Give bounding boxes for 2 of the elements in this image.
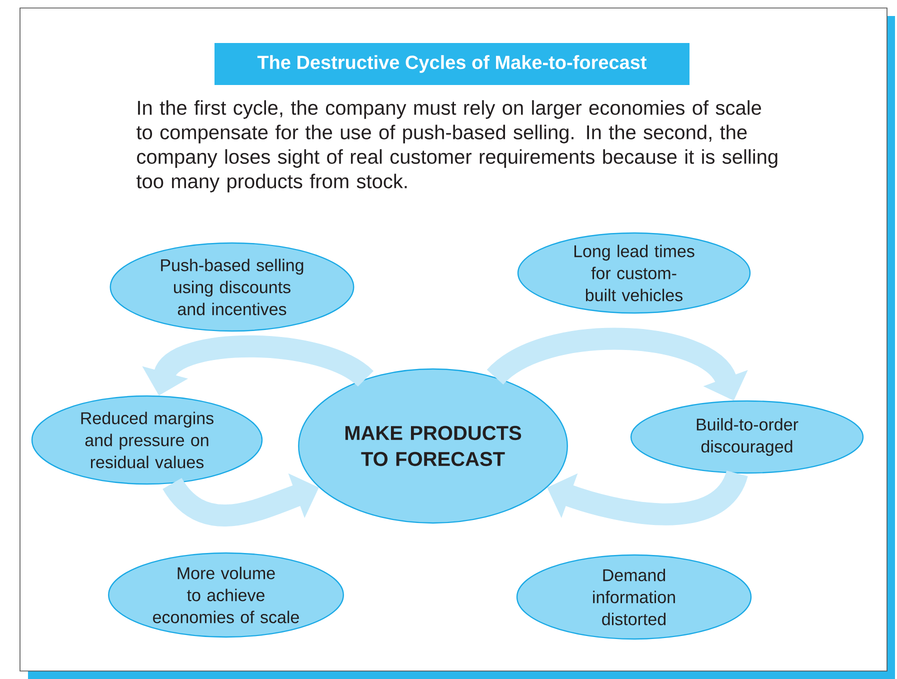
description-text: In the first cycle, the company must rely on larger economies of scale to compensate for the use of push-based selling. In the second, the company loses sight of real customer requirements because it is selling too many products from stock. (136, 100, 778, 192)
title-banner: The Destructive Cycles of Make-to-forecast (214, 43, 690, 85)
